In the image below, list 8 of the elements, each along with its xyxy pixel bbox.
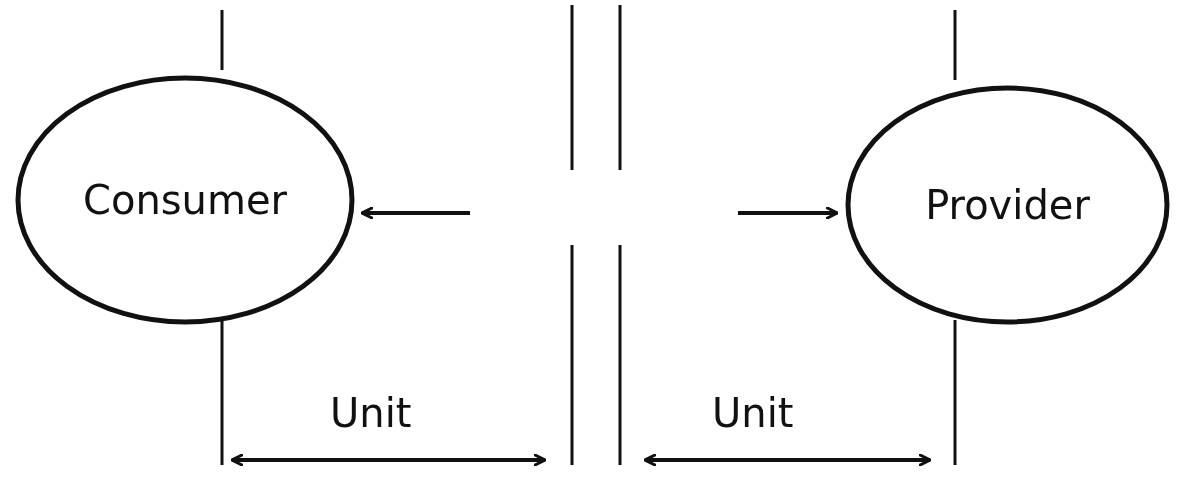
dimension-label: Unit bbox=[330, 390, 412, 436]
arrow bbox=[738, 206, 839, 220]
arrow bbox=[360, 206, 470, 220]
dimension-label: Unit bbox=[712, 390, 794, 436]
circle-node bbox=[845, 85, 1170, 325]
node-label: Consumer bbox=[83, 177, 287, 223]
node-label: Provider bbox=[925, 182, 1090, 228]
circle-node bbox=[15, 75, 355, 325]
